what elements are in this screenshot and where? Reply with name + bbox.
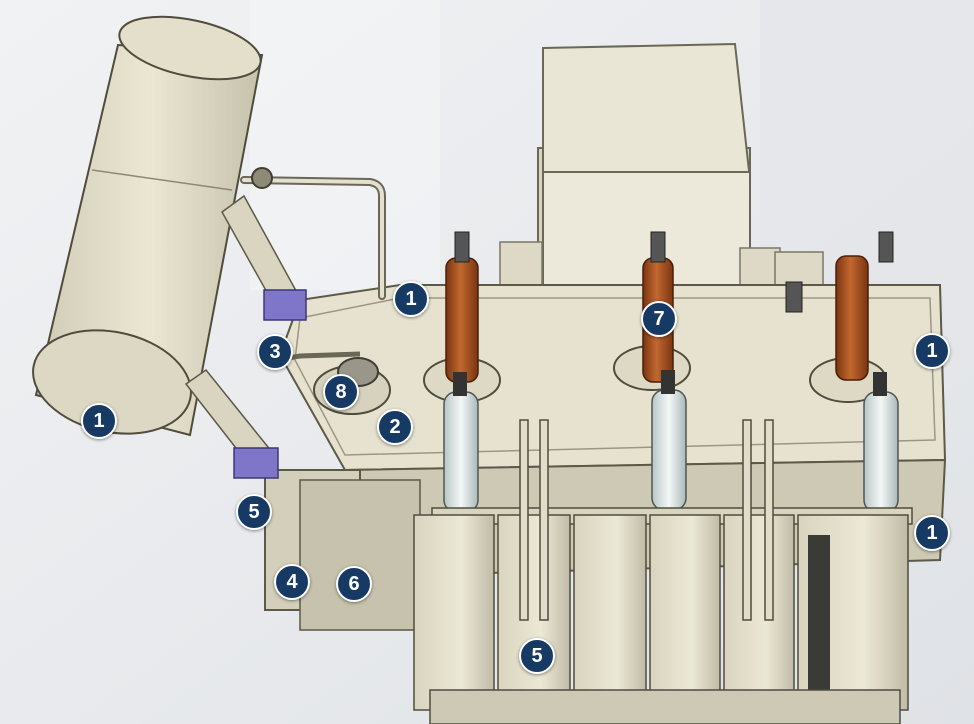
callout-marker-cover-bolt: 5 [236, 494, 272, 530]
callout-marker-radiator-valve: 1 [914, 515, 950, 551]
background-structure [250, 0, 440, 290]
buchholz-relay [251, 167, 273, 189]
callout-marker-hv-cap: 1 [914, 333, 950, 369]
callout-marker-radiator-bank: 5 [519, 638, 555, 674]
breather-device [785, 281, 803, 313]
conservator-support [184, 194, 307, 479]
callout-marker-breather: 1 [393, 281, 429, 317]
radiator-bank [413, 514, 909, 711]
hv-bushing [809, 231, 894, 403]
radiator-header-pipe [519, 419, 774, 621]
callout-marker-tank-cover: 2 [377, 409, 413, 445]
radiator-bottom-header [429, 689, 901, 724]
callout-marker-pressure-relief: 8 [323, 374, 359, 410]
oil-pipe-highlight [242, 178, 384, 298]
lv-bushing [651, 370, 687, 511]
callout-marker-hv-bushing: 7 [641, 301, 677, 337]
conservator-tank [32, 15, 264, 437]
callout-marker-rating-plate: 6 [336, 566, 372, 602]
lv-bushing [443, 372, 479, 513]
callout-marker-pipe-joint: 3 [257, 334, 293, 370]
callout-marker-conservator: 1 [81, 403, 117, 439]
callout-marker-drain-valve: 4 [274, 564, 310, 600]
